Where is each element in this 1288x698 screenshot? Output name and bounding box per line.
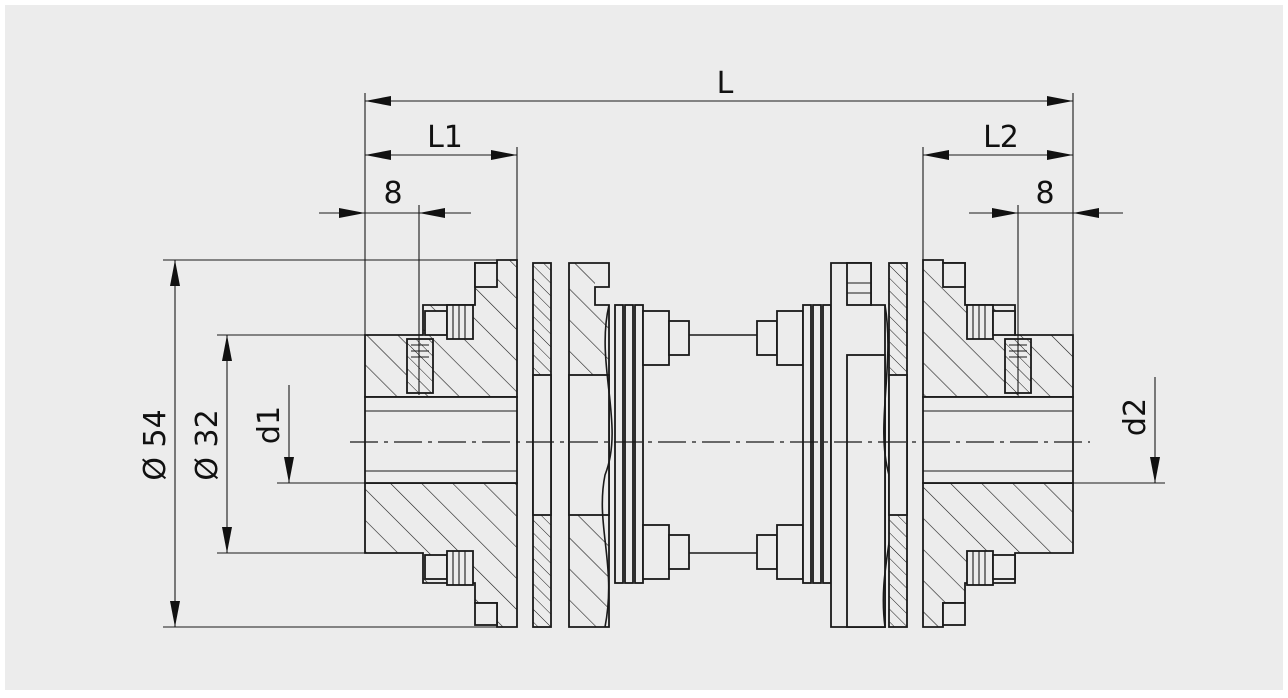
dimension-screw-offset-right (969, 205, 1123, 395)
spacer-flange-left (568, 262, 690, 628)
dimension-bore-right (1073, 377, 1165, 484)
spacer-tube (689, 334, 757, 554)
dimension-overall-length (364, 93, 1074, 335)
right-disc-pack (888, 262, 908, 628)
label-L1: L1 (427, 120, 463, 155)
dimension-inner-diameter (217, 334, 365, 554)
label-L2: L2 (983, 120, 1019, 155)
drawing-canvas: L L1 L2 8 8 Ø 54 Ø 32 d1 d2 (5, 5, 1283, 690)
label-screw-offset-right: 8 (1035, 176, 1054, 211)
dimension-bore-left (277, 385, 365, 484)
left-hub (364, 259, 518, 628)
dimension-screw-offset-left (319, 205, 471, 395)
spacer-flange-right (756, 262, 894, 628)
coupling-drawing: L L1 L2 8 8 Ø 54 Ø 32 d1 d2 (138, 66, 1165, 628)
label-outer-diameter: Ø 54 (138, 409, 173, 480)
dimension-outer-diameter (163, 259, 517, 628)
left-disc-pack (532, 262, 552, 628)
right-hub (922, 259, 1074, 628)
label-screw-offset-left: 8 (383, 176, 402, 211)
label-bore-left: d1 (252, 406, 287, 444)
label-L: L (717, 66, 734, 101)
dimension-hub-length-left (365, 147, 518, 260)
dimension-hub-length-right (922, 147, 1073, 260)
label-inner-diameter: Ø 32 (190, 409, 225, 480)
label-bore-right: d2 (1118, 398, 1153, 436)
